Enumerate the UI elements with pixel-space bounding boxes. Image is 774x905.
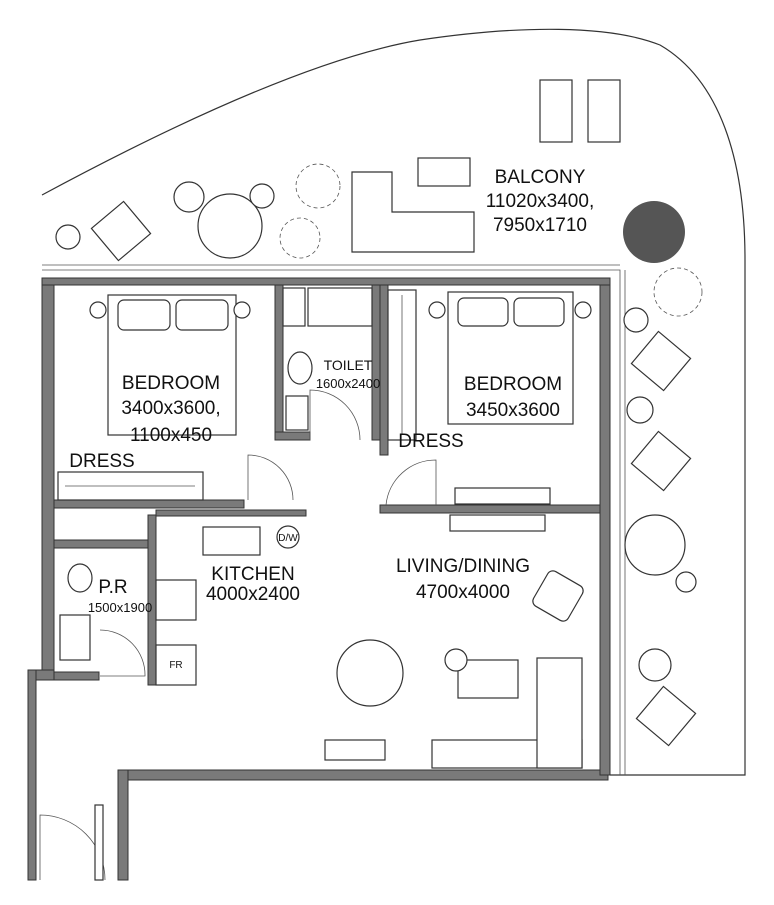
bedroom-1-dim-1: 3400x3600, [121, 398, 220, 419]
toilet-label: TOILET [324, 357, 373, 373]
bedroom-1-dim-2: 1100x450 [130, 425, 212, 446]
dining-table [336, 639, 404, 707]
bed-1 [89, 294, 251, 436]
armchair [532, 570, 584, 622]
kitchen-fixtures: D/W FR [155, 525, 300, 686]
powder-room-fixtures [59, 563, 93, 661]
balcony-dim-2: 7950x1710 [493, 215, 587, 236]
balcony-outline [41, 28, 746, 776]
powder-room-label: P.R [98, 577, 127, 598]
kitchen-label: KITCHEN [211, 564, 294, 585]
kitchen-dim: 4000x2400 [206, 584, 300, 605]
doors [39, 389, 437, 881]
sofa [431, 648, 583, 769]
balcony-dim-1: 11020x3400, [486, 191, 594, 212]
planter-circle [623, 201, 685, 263]
balcony-furniture [55, 79, 703, 747]
dishwasher-icon [276, 525, 300, 549]
wardrobe-1 [57, 471, 204, 501]
tv-unit-bedroom [454, 487, 551, 505]
console-unit [324, 739, 386, 761]
fridge-label: FR [169, 660, 182, 671]
balcony-inner-outline [42, 264, 626, 775]
wardrobe-2 [387, 289, 417, 441]
living-dining-label: LIVING/DINING [396, 556, 530, 577]
bed-2 [428, 291, 592, 425]
toilet-dim: 1600x2400 [316, 376, 380, 391]
bedroom-2-label: BEDROOM [464, 374, 562, 395]
dress-1-label: DRESS [69, 451, 134, 472]
toilet-fixtures [282, 287, 373, 431]
powder-room-dim: 1500x1900 [88, 600, 152, 615]
dress-2-label: DRESS [398, 431, 463, 452]
living-dining-dim: 4700x4000 [416, 582, 510, 603]
bedroom-1-label: BEDROOM [122, 373, 220, 394]
bedroom-2-dim: 3450x3600 [466, 400, 560, 421]
tv-unit-living [449, 514, 546, 532]
balcony-label: BALCONY [495, 167, 586, 188]
dishwasher-label: D/W [278, 533, 298, 544]
